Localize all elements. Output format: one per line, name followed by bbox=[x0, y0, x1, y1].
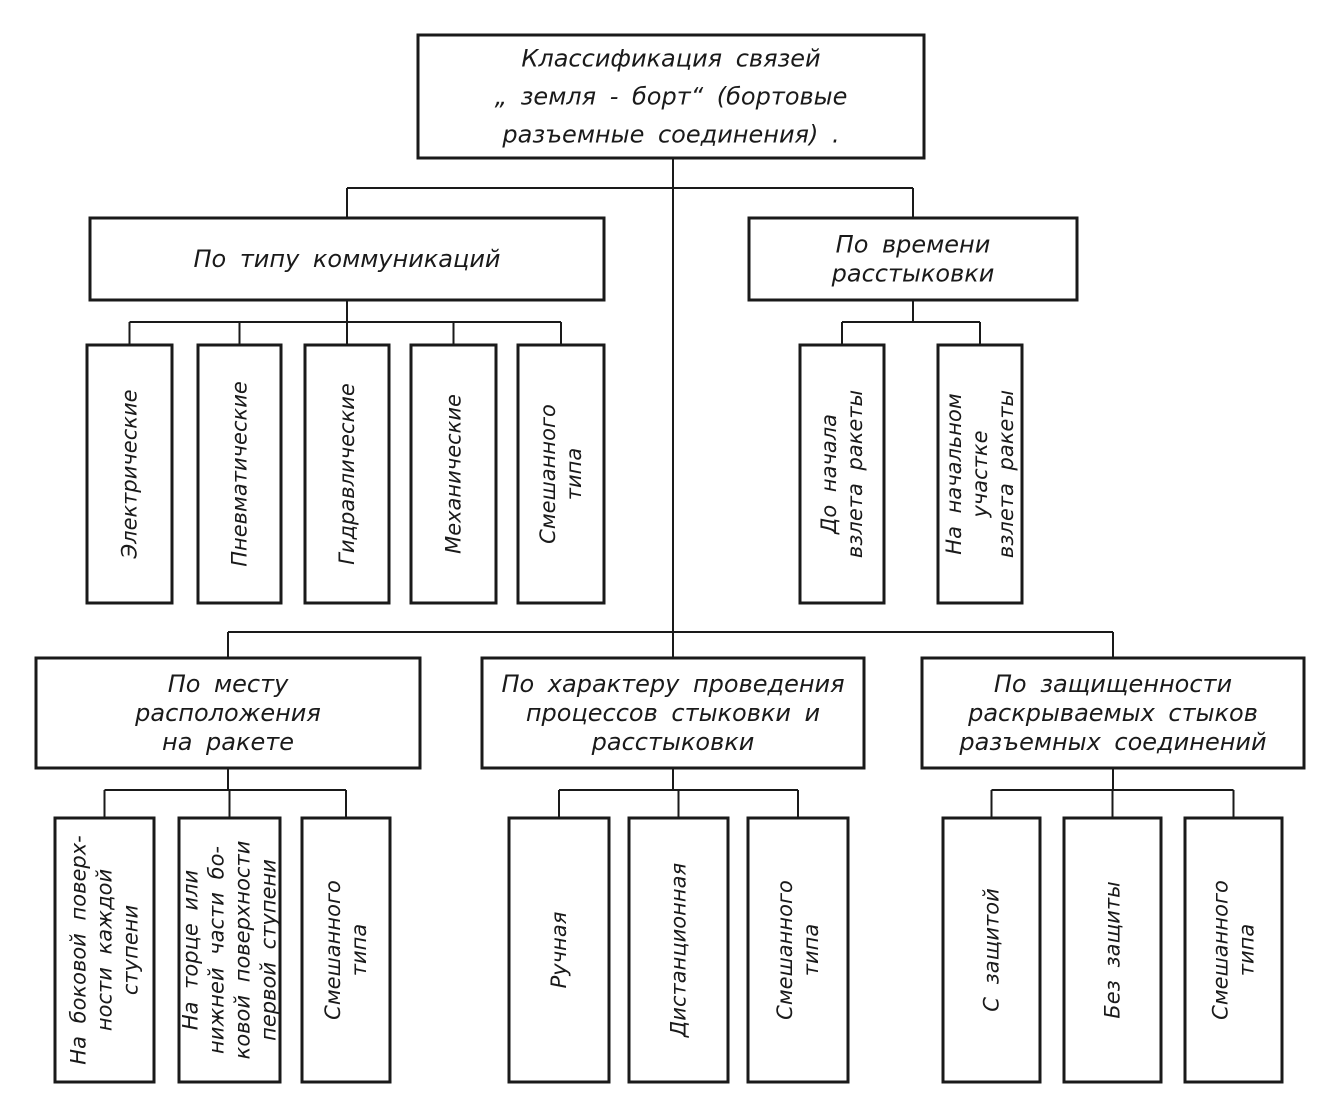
leaf-box-comm-type-1 bbox=[196, 343, 283, 605]
leaf-box-process-nature-0 bbox=[507, 816, 611, 1084]
leaf-label-undock-time-0: До началавзлета ракеты bbox=[817, 390, 867, 558]
category-box-protection bbox=[920, 656, 1306, 770]
leaf-label-comm-type-3: Механические bbox=[442, 394, 466, 554]
leaf-label-undock-time-1: На начальномучасткевзлета ракеты bbox=[942, 390, 1018, 558]
leaf-box-protection-2 bbox=[1183, 816, 1284, 1084]
leaf-box-process-nature-1 bbox=[627, 816, 730, 1084]
leaf-label-location-0: На боковой поверх-ности каждойступени bbox=[67, 835, 143, 1064]
leaf-label-comm-type-2: Гидравлические bbox=[335, 383, 359, 565]
leaf-label-comm-type-1: Пневматические bbox=[228, 381, 252, 567]
leaf-box-undock-time-1 bbox=[936, 343, 1024, 605]
leaf-label-protection-1: Без защиты bbox=[1101, 881, 1125, 1018]
leaf-box-location-0 bbox=[53, 816, 156, 1084]
category-box-undock-time bbox=[747, 216, 1079, 302]
root-box bbox=[416, 33, 926, 160]
connector-lines bbox=[103, 158, 1235, 818]
leaf-label-process-nature-0: Ручная bbox=[547, 912, 571, 989]
category-box-process-nature bbox=[480, 656, 866, 770]
leaf-box-location-2 bbox=[300, 816, 392, 1084]
leaf-label-location-1: На торце илинижней части бо-ковой поверх… bbox=[179, 841, 281, 1060]
leaf-box-comm-type-3 bbox=[409, 343, 498, 605]
leaf-box-protection-1 bbox=[1062, 816, 1163, 1084]
leaf-box-undock-time-0 bbox=[798, 343, 886, 605]
leaf-label-process-nature-2: Смешанноготипа bbox=[773, 880, 823, 1020]
leaf-label-protection-0: С защитой bbox=[980, 888, 1004, 1012]
category-box-comm-type bbox=[88, 216, 606, 302]
category-label-comm-type: По типу коммуникаций bbox=[193, 245, 500, 273]
leaf-box-comm-type-4 bbox=[516, 343, 606, 605]
category-box-location bbox=[34, 656, 422, 770]
leaf-label-comm-type-0: Электрические bbox=[118, 389, 142, 559]
leaf-label-location-2: Смешанноготипа bbox=[321, 880, 371, 1020]
diagram-boxes: Классификация связей„ земля - борт“ (бор… bbox=[34, 33, 1306, 1084]
leaf-box-protection-0 bbox=[941, 816, 1042, 1084]
leaf-box-comm-type-0 bbox=[85, 343, 174, 605]
leaf-box-location-1 bbox=[177, 816, 282, 1084]
root-label: Классификация связей„ земля - борт“ (бор… bbox=[495, 45, 848, 149]
leaf-box-comm-type-2 bbox=[303, 343, 391, 605]
leaf-label-process-nature-1: Дистанционная bbox=[667, 863, 691, 1038]
leaf-label-comm-type-4: Смешанноготипа bbox=[536, 404, 586, 544]
leaf-box-process-nature-2 bbox=[746, 816, 850, 1084]
leaf-label-protection-2: Смешанноготипа bbox=[1209, 880, 1259, 1020]
